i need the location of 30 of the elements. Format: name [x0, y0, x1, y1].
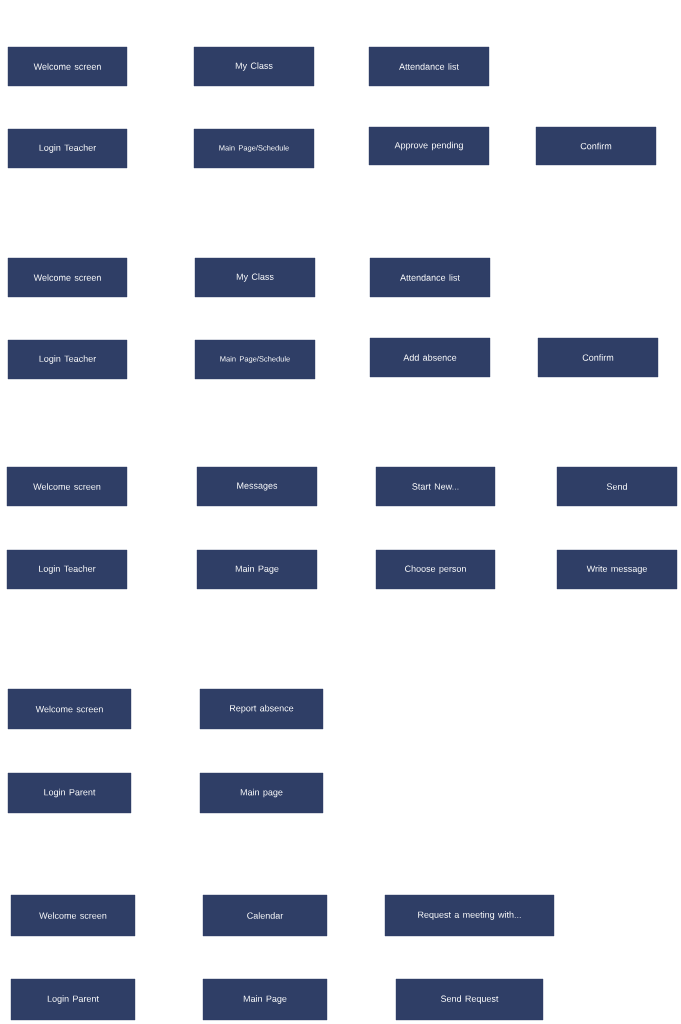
- screen-box: My Class: [193, 46, 315, 87]
- screen-box: Login Parent: [10, 978, 136, 1021]
- screen-box: Main Page: [196, 549, 318, 590]
- screen-box: Welcome screen: [7, 46, 128, 87]
- screen-box: Main page: [199, 772, 324, 814]
- screen-box: Confirm: [535, 126, 657, 166]
- screen-box: Messages: [196, 466, 318, 507]
- screen-box: Welcome screen: [7, 688, 132, 730]
- screen-box: Login Teacher: [7, 339, 128, 380]
- screen-box: Calendar: [202, 894, 328, 937]
- screen-box: Add absence: [369, 337, 491, 378]
- screen-box: Approve pending: [368, 126, 490, 166]
- screen-box: Send: [556, 466, 678, 507]
- screen-box: Confirm: [537, 337, 659, 378]
- screen-box: Report absence: [199, 688, 324, 730]
- screen-box: Welcome screen: [10, 894, 136, 937]
- screen-box: Write message: [556, 549, 678, 590]
- screen-box: Start New...: [375, 466, 496, 507]
- screen-box: Send Request: [395, 978, 544, 1021]
- screen-box: Main Page: [202, 978, 328, 1021]
- screen-box: Login Parent: [7, 772, 132, 814]
- screen-box: Attendance list: [369, 257, 491, 298]
- screen-box: Welcome screen: [6, 466, 128, 507]
- screen-box: Login Teacher: [6, 549, 128, 590]
- screen-box: Choose person: [375, 549, 496, 590]
- screen-box: Welcome screen: [7, 257, 128, 298]
- screen-box: Login Teacher: [7, 128, 128, 169]
- screen-box: Request a meeting with...: [384, 894, 555, 937]
- screen-box: My Class: [194, 257, 316, 298]
- screen-box: Attendance list: [368, 46, 490, 87]
